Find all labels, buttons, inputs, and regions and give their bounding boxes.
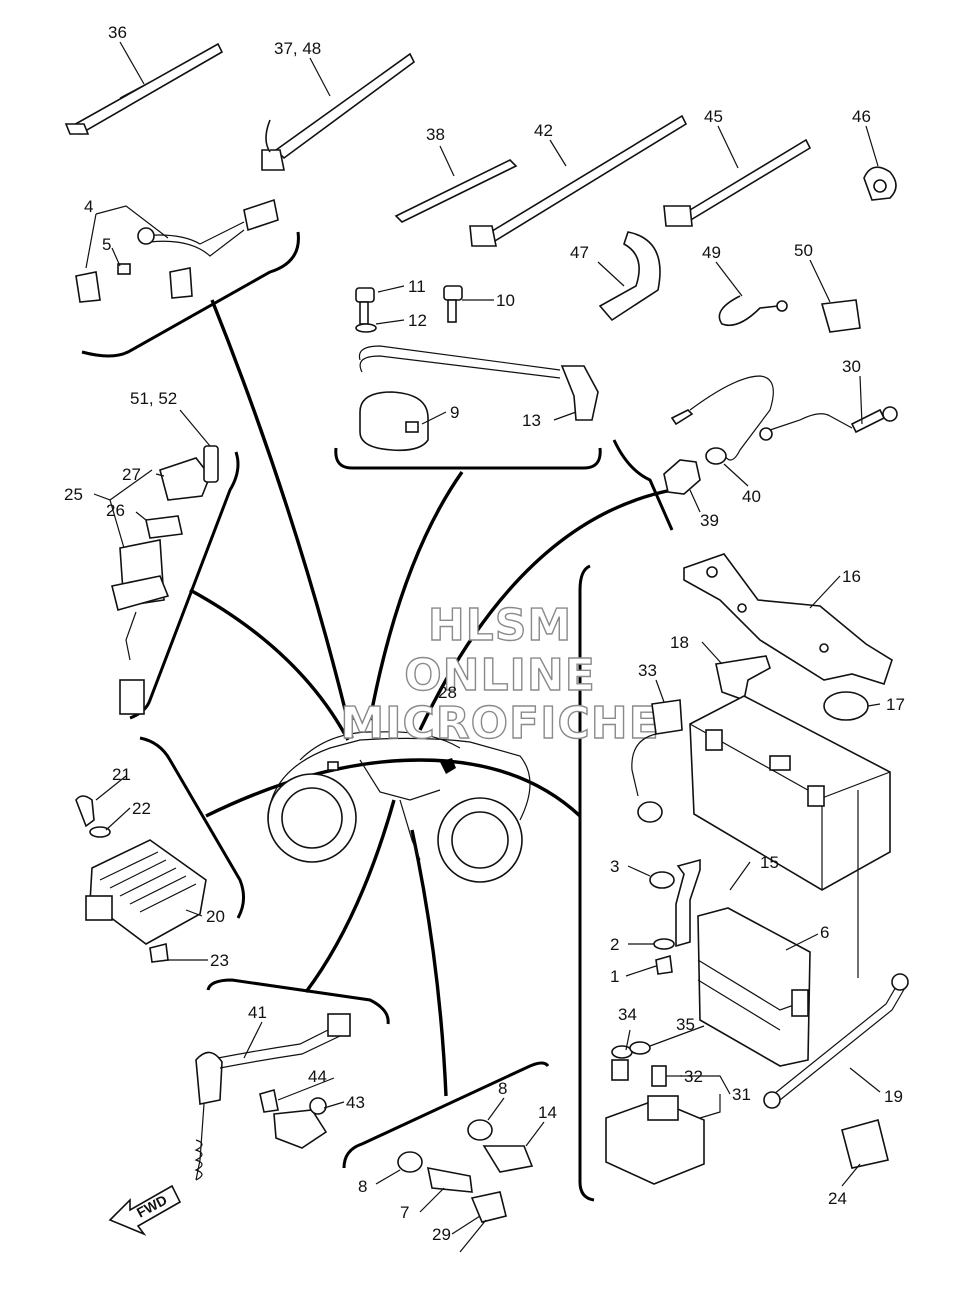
callout: 4 [84,197,93,216]
battery-band-18 [715,655,771,702]
callout: 50 [794,241,813,260]
callout: 13 [522,411,541,430]
callout: 28 [438,683,457,702]
clamp-47 [598,231,661,322]
callout: 25 [64,485,83,504]
callout: 2 [610,935,619,954]
damper-17 [823,691,869,721]
clip-50 [820,299,861,333]
callout: 6 [820,923,829,942]
callout: 29 [432,1225,451,1244]
sidestand-switch [194,1013,351,1181]
watermark-line-1: HLSM [428,600,572,651]
callout: 31 [732,1085,751,1104]
cable-tie-45 [663,138,812,227]
callout: 27 [122,465,141,484]
watermark: HLSM ONLINE MICROFICHE [340,599,660,749]
main-switch [111,445,219,715]
cable-tie-42 [469,114,688,247]
cable-tie-36 [64,42,224,135]
callout: 11 [408,277,426,296]
callout: 32 [684,1067,703,1086]
watermark-line-2: ONLINE [404,650,596,701]
callout: 7 [400,1203,409,1222]
callout: 18 [670,633,689,652]
callout: 44 [308,1067,327,1086]
callout: 24 [828,1189,847,1208]
callout-labels: 36 37, 48 38 42 45 46 4 5 47 49 50 11 10… [64,23,905,1244]
starter-relay [605,1041,705,1185]
callout: 1 [610,967,619,986]
callout: 41 [248,1003,267,1022]
coupler-24 [841,1119,889,1169]
callout: 33 [638,661,657,680]
cable-tie-37 [261,52,416,171]
callout: 3 [610,857,619,876]
callout: 15 [760,853,779,872]
callout: 21 [112,765,131,784]
ecu-6 [697,907,811,1067]
callout: 12 [408,311,427,330]
neutral-switch [397,1119,534,1253]
callout: 19 [884,1087,903,1106]
clamp-46 [863,166,897,201]
callout: 23 [210,951,229,970]
callout: 42 [534,121,553,140]
fwd-arrow: FWD [108,1184,182,1236]
leader-curves [189,299,673,1097]
leader-lines [85,41,881,1235]
callout: 9 [450,403,459,422]
ignition-coil [355,285,599,452]
callout: 34 [618,1005,637,1024]
bracket-3 [649,858,701,975]
callout: 51, 52 [130,389,177,408]
callout: 37, 48 [274,39,321,58]
callout: 16 [842,567,861,586]
battery-bracket-16 [683,553,893,685]
battery-lead-33 [631,699,683,823]
callout: 8 [498,1079,507,1098]
section-frames [81,231,674,1202]
callout: 38 [426,125,445,144]
callout: 5 [102,235,111,254]
battery-15 [689,695,891,891]
callout: 22 [132,799,151,818]
callout: 14 [538,1103,557,1122]
callout: 49 [702,243,721,262]
callout: 20 [206,907,225,926]
callout: 43 [346,1093,365,1112]
battery-cable-19 [763,790,909,1109]
callout: 36 [108,23,127,42]
band-49 [718,295,788,327]
callout: 47 [570,243,589,262]
callout: 35 [676,1015,695,1034]
callout: 39 [700,511,719,530]
callout: 46 [852,107,871,126]
callout: 26 [106,501,125,520]
callout: 10 [496,291,515,310]
callout: 30 [842,357,861,376]
callout: 17 [886,695,905,714]
sensor-lead [663,375,898,495]
sub-wire-harness [75,198,279,303]
callout: 45 [704,107,723,126]
callout: 40 [742,487,761,506]
callout: 8 [358,1177,367,1196]
rectifier-regulator [75,795,207,963]
watermark-line-3: MICROFICHE [340,698,659,749]
atv-silhouette [267,715,531,883]
cable-tie-38 [394,159,518,223]
